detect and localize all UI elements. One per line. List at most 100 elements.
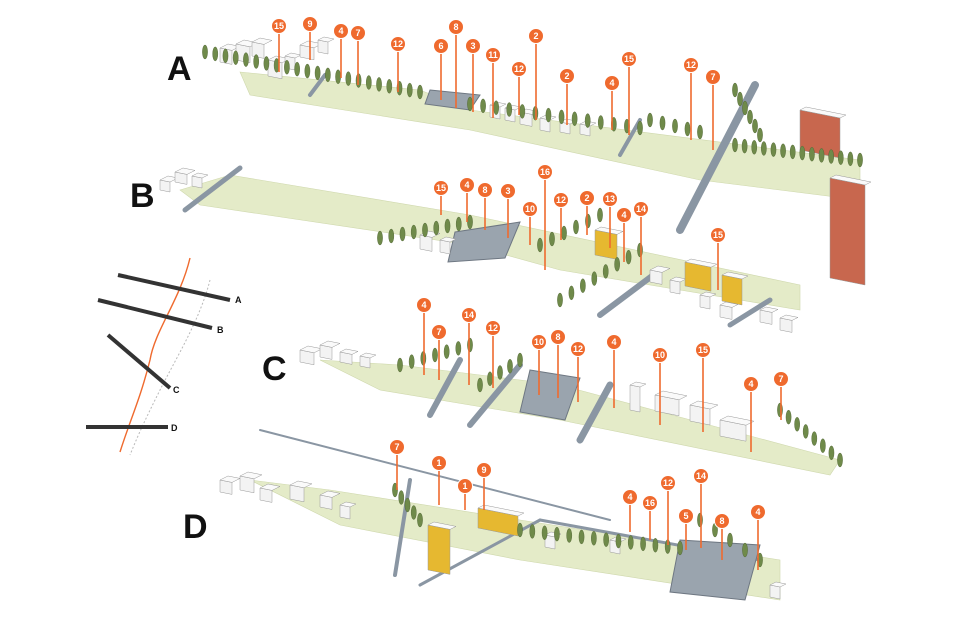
building [289, 480, 313, 503]
building [239, 471, 263, 494]
tree [477, 377, 483, 393]
number-marker: 7 [705, 69, 721, 150]
building [769, 581, 787, 600]
tree [597, 115, 604, 130]
marker-dot [302, 16, 318, 32]
section-label-c: C [262, 350, 287, 388]
marker-dot [431, 324, 447, 340]
yellow-building [594, 226, 624, 260]
road [727, 297, 773, 328]
tree [737, 91, 743, 107]
tree [517, 352, 523, 368]
building [219, 475, 241, 495]
key-map-label-a: A [235, 295, 242, 305]
tree [747, 109, 753, 125]
marker-dot [579, 190, 595, 206]
marker-dot [448, 19, 464, 35]
tree [584, 113, 591, 128]
tree [444, 218, 451, 234]
building-roof [427, 521, 457, 530]
building-face [829, 177, 866, 286]
building [339, 348, 359, 365]
marker-label: 12 [393, 39, 403, 49]
number-marker: 11 [485, 47, 501, 118]
marker-label: 4 [621, 210, 626, 220]
marker-dot [678, 508, 694, 524]
road [427, 357, 463, 418]
road [393, 478, 412, 577]
building-roof [629, 381, 647, 388]
marker-dot [485, 320, 501, 336]
tree [732, 137, 738, 153]
ground-strip [249, 479, 781, 601]
number-marker: 7 [773, 371, 789, 420]
marker-label: 12 [488, 323, 498, 333]
tree [571, 111, 578, 126]
tree [202, 44, 208, 60]
building-roof [684, 258, 718, 268]
tree [742, 100, 748, 116]
marker-dot [350, 25, 366, 41]
number-marker: 14 [693, 468, 709, 548]
building-roof [699, 291, 717, 298]
ground-strip [319, 359, 841, 476]
number-marker: 7 [431, 324, 447, 380]
marker-label: 7 [778, 374, 783, 384]
building-roof [251, 37, 273, 45]
marker-label: 4 [627, 492, 632, 502]
building-face [439, 239, 451, 255]
marker-dot [461, 307, 477, 323]
roads-layer [182, 73, 773, 601]
tree [732, 82, 738, 98]
tree [422, 222, 428, 238]
building [319, 490, 341, 510]
tree [761, 141, 767, 156]
building-roof [721, 271, 749, 280]
building-roof [319, 490, 341, 498]
tree [652, 538, 659, 553]
marker-dot [750, 504, 766, 520]
tree [603, 532, 609, 547]
marker-label: 8 [555, 332, 560, 342]
number-marker: 4 [616, 207, 632, 262]
building [317, 36, 335, 55]
road [467, 362, 523, 428]
tree [672, 118, 678, 134]
tree [376, 77, 382, 92]
marker-label: 12 [573, 344, 583, 354]
building-roof [649, 265, 671, 273]
tree [828, 149, 834, 164]
marker-dot [714, 513, 730, 529]
building [174, 167, 196, 185]
tree [487, 371, 493, 386]
tree [263, 56, 270, 71]
tree [837, 150, 844, 165]
marker-dot [652, 347, 668, 363]
key-map-label-b: B [217, 325, 224, 335]
number-marker: 12 [570, 341, 586, 402]
building-roof [477, 504, 525, 517]
building-roof [719, 415, 755, 426]
yellow-building [427, 521, 457, 575]
tree [493, 100, 499, 115]
building [299, 345, 323, 366]
marker-dot [622, 489, 638, 505]
marker-label: 8 [719, 516, 724, 526]
road [182, 165, 243, 213]
marker-label: 11 [488, 50, 498, 60]
key-map-line-b [97, 298, 213, 330]
tree [517, 522, 523, 538]
marker-label: 3 [470, 41, 475, 51]
building [669, 276, 687, 295]
tree [432, 347, 438, 363]
section-label-a: A [167, 50, 192, 88]
tree [561, 225, 567, 241]
tree [820, 438, 826, 453]
marker-label: 8 [453, 22, 458, 32]
marker-dot [570, 341, 586, 357]
number-marker: 4 [606, 334, 622, 408]
marker-dot [621, 51, 637, 67]
marker-label: 10 [655, 350, 665, 360]
building-roof [359, 352, 377, 359]
